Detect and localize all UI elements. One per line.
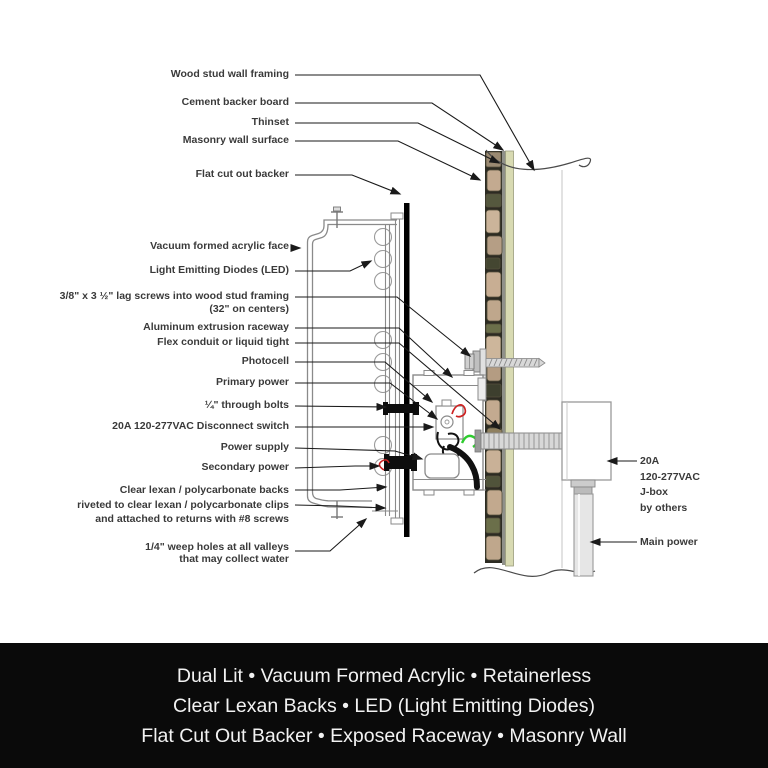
raceway-assembly: [378, 370, 487, 496]
label-flex-conduit: Flex conduit or liquid tight: [157, 336, 289, 348]
jbox: [561, 401, 612, 481]
label-cement-backer: Cement backer board: [181, 96, 289, 108]
label-lag-screws: 3/8" x 3 ½" lag screws into wood stud fr…: [59, 290, 289, 315]
label-photocell: Photocell: [241, 355, 289, 367]
primary-wire-red: [451, 404, 467, 418]
thinset-layer: [502, 151, 506, 565]
secondary-wire-red: [378, 459, 390, 471]
return-screw-bottom: [331, 501, 343, 519]
return-screw-top: [331, 206, 343, 228]
wall-top-break-line: [485, 149, 592, 171]
flat-cut-out-backer: [404, 203, 410, 537]
leader-through-bolts: [294, 402, 388, 411]
acrylic-face-inner: [311, 223, 397, 490]
caption-line-3: Flat Cut Out Backer • Exposed Raceway • …: [141, 725, 627, 747]
bottom-return-outer: [306, 490, 373, 509]
through-bolt-upper: [383, 402, 419, 415]
label-led: Light Emitting Diodes (LED): [149, 264, 289, 276]
leader-primary-power: [295, 382, 439, 420]
leader-cement-backer: [295, 102, 505, 151]
conduit-connector: [570, 479, 596, 488]
label-raceway: Aluminum extrusion raceway: [143, 321, 289, 333]
leader-secondary-power: [294, 462, 381, 470]
caption-line-1: Dual Lit • Vacuum Formed Acrylic • Retai…: [176, 665, 592, 687]
bottom-return-inner: [311, 490, 373, 502]
label-thinset: Thinset: [251, 116, 289, 128]
label-acrylic-face: Vacuum formed acrylic face: [150, 240, 289, 252]
power-supply-box: [424, 453, 460, 479]
raceway-wall-cleat: [477, 377, 487, 401]
label-through-bolts: ¼" through bolts: [204, 399, 289, 411]
leader-flat-backer: [295, 174, 402, 195]
leader-raceway: [295, 327, 454, 379]
diagram-drawing: [290, 74, 637, 577]
label-lexan-backs: Clear lexan / polycarbonate backs rivete…: [77, 484, 289, 525]
masonry-stones: [485, 151, 503, 561]
lag-screw-threads: [488, 358, 538, 367]
caption-band: Dual Lit • Vacuum Formed Acrylic • Retai…: [0, 643, 768, 768]
leader-flex-conduit: [295, 342, 502, 430]
label-flat-cut-backer: Flat cut out backer: [195, 168, 289, 180]
leader-lexan-backs: [295, 483, 388, 492]
label-primary-power: Primary power: [216, 376, 289, 388]
lag-screw-tip: [538, 357, 546, 368]
secondary-power-feed: [384, 454, 417, 471]
label-secondary-power: Secondary power: [201, 461, 289, 473]
leader-lag-screws: [295, 296, 472, 357]
acrylic-face-outer: [306, 219, 397, 490]
leader-photocell: [295, 361, 434, 403]
leader-masonry: [295, 140, 482, 181]
label-power-supply: Power supply: [220, 441, 289, 453]
conduit-ribs: [483, 433, 560, 449]
label-disconnect-switch: 20A 120-277VAC Disconnect switch: [112, 420, 289, 432]
label-main-power: Main power: [640, 536, 698, 548]
flex-conduit-ribbed: [478, 432, 564, 450]
label-weep-holes: 1/4" weep holes at all valleys that may …: [145, 541, 289, 565]
leader-lexan-clips: [294, 503, 387, 512]
leader-led: [295, 260, 373, 272]
leader-weep-holes: [295, 518, 368, 552]
leader-power-supply: [294, 447, 424, 461]
label-masonry-surface: Masonry wall surface: [182, 134, 289, 146]
leader-lines: [290, 74, 637, 552]
photocell-dome: [440, 415, 454, 429]
lexan-clip-bottom: [390, 517, 404, 525]
main-power-conduit: [573, 493, 594, 577]
flex-conduit-curve: [447, 444, 480, 490]
lexan-clip-top: [390, 212, 404, 220]
label-jbox: 20A 120-277VAC J-box by others: [640, 455, 700, 514]
label-wood-stud-framing: Wood stud wall framing: [170, 68, 289, 80]
jbox-assembly: [474, 401, 612, 577]
leader-thinset: [295, 122, 501, 164]
caption-line-2: Clear Lexan Backs • LED (Light Emitting …: [173, 695, 595, 717]
leader-wood-stud: [295, 74, 535, 172]
